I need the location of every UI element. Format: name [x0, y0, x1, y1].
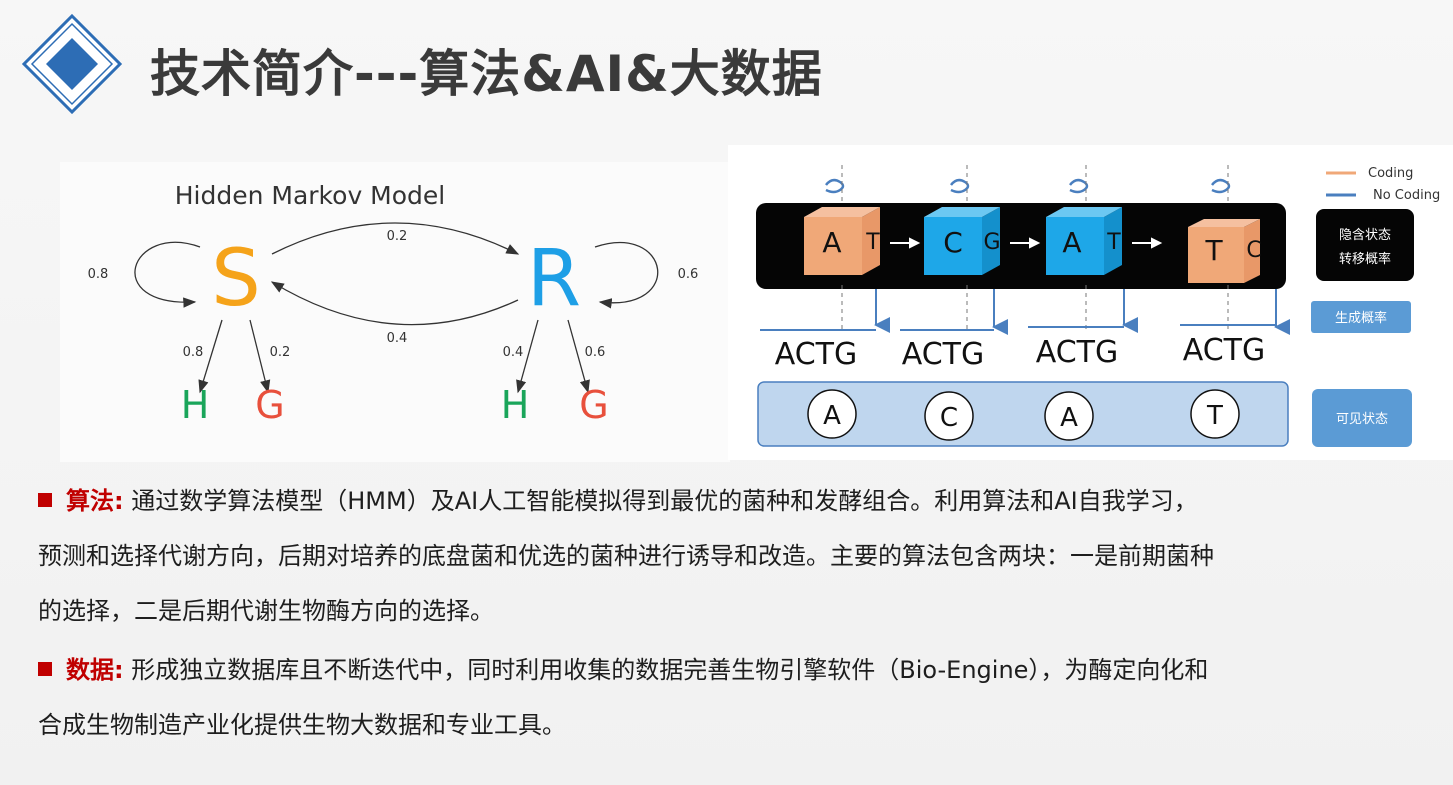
hmm-figure: Hidden Markov Model S R 0.2 0.4 0.8 0.6 …	[60, 162, 730, 462]
cube-3: A T	[1046, 207, 1122, 275]
prob-r-h: 0.4	[503, 345, 524, 360]
observed-symbols: A C A T	[807, 389, 1240, 441]
prob-s-to-r: 0.2	[387, 229, 408, 244]
prob-r-g: 0.6	[585, 345, 606, 360]
seq-3: ACTG	[1036, 335, 1119, 370]
label-hidden-2: 转移概率	[1339, 251, 1391, 267]
cube-2: C G	[924, 207, 1001, 275]
label-emit-box	[1311, 301, 1411, 333]
label-visible-box	[1312, 389, 1412, 447]
svg-text:C: C	[1246, 238, 1261, 263]
state-r: R	[527, 234, 581, 324]
svg-text:T: T	[865, 230, 880, 255]
label-hidden-box	[1316, 209, 1414, 281]
visible-state-band	[757, 381, 1289, 447]
bullet-algorithm-line3: 的选择，二是后期代谢生物酶方向的选择。	[38, 597, 494, 625]
bullet-square-icon	[38, 493, 52, 507]
legend-nocoding: No Coding	[1373, 188, 1440, 203]
hmm-diagram: Hidden Markov Model S R 0.2 0.4 0.8 0.6 …	[88, 181, 699, 427]
bullet-algorithm-line2: 预测和选择代谢方向，后期对培养的底盘菌和优选的菌种进行诱导和改造。主要的算法包含…	[38, 542, 1214, 570]
cube-4: T C	[1188, 219, 1262, 283]
title-bar: 技术简介---算法&AI&大数据	[0, 0, 1453, 130]
prob-s-g: 0.2	[270, 345, 291, 360]
prob-s-self: 0.8	[88, 267, 109, 282]
bullet-square-icon	[38, 662, 52, 676]
hmm-title: Hidden Markov Model	[175, 181, 446, 210]
bullet-algorithm: 算法: 通过数学算法模型（HMM）及AI人工智能模拟得到最优的菌种和发酵组合。利…	[38, 474, 1418, 639]
bullet-algorithm-line1: 通过数学算法模型（HMM）及AI人工智能模拟得到最优的菌种和发酵组合。利用算法和…	[131, 487, 1198, 515]
emit-r-h: H	[501, 383, 530, 427]
svg-text:A: A	[822, 226, 841, 259]
state-s: S	[211, 234, 261, 324]
label-visible: 可见状态	[1336, 412, 1388, 427]
legend-coding: Coding	[1368, 166, 1413, 181]
svg-text:A: A	[1062, 226, 1081, 259]
bullet-data-key: 数据:	[66, 656, 124, 684]
coding-diagram: Coding No Coding A T	[756, 165, 1440, 447]
emit-s-g: G	[255, 383, 284, 427]
label-hidden-1: 隐含状态	[1339, 227, 1391, 243]
cube-1: A T	[804, 207, 880, 275]
bullet-algorithm-key: 算法:	[66, 487, 124, 515]
prob-r-self: 0.6	[678, 267, 699, 282]
emit-r-g: G	[579, 383, 608, 427]
bullet-data-line1: 形成独立数据库且不断迭代中，同时利用收集的数据完善生物引擎软件（Bio-Engi…	[131, 656, 1209, 684]
obs-3: A	[1060, 403, 1078, 433]
svg-text:C: C	[943, 226, 963, 259]
seq-1: ACTG	[775, 337, 858, 372]
obs-4: T	[1206, 401, 1223, 431]
svg-text:T: T	[1204, 234, 1223, 267]
loop-r	[594, 241, 659, 309]
svg-text:T: T	[1106, 230, 1121, 255]
prob-s-h: 0.8	[183, 345, 204, 360]
arc-s-to-r	[271, 222, 520, 255]
diamond-logo-icon	[22, 14, 122, 114]
seq-2: ACTG	[902, 337, 985, 372]
prob-r-to-s: 0.4	[387, 331, 408, 346]
coding-figure: Coding No Coding A T	[728, 145, 1453, 460]
label-emit: 生成概率	[1335, 310, 1387, 326]
bullet-section: 算法: 通过数学算法模型（HMM）及AI人工智能模拟得到最优的菌种和发酵组合。利…	[38, 474, 1418, 757]
obs-2: C	[940, 403, 958, 433]
bullet-data: 数据: 形成独立数据库且不断迭代中，同时利用收集的数据完善生物引擎软件（Bio-…	[38, 643, 1418, 753]
obs-1: A	[823, 401, 841, 431]
loop-s	[134, 241, 201, 308]
emit-s-h: H	[181, 383, 210, 427]
bullet-data-line2: 合成生物制造产业化提供生物大数据和专业工具。	[38, 711, 566, 739]
seq-4: ACTG	[1183, 333, 1266, 368]
loop-arrow-icons	[825, 178, 1231, 194]
svg-text:G: G	[983, 230, 1000, 255]
hidden-state-band	[756, 203, 1286, 289]
page-title: 技术简介---算法&AI&大数据	[150, 45, 823, 103]
arc-r-to-s	[270, 281, 519, 326]
